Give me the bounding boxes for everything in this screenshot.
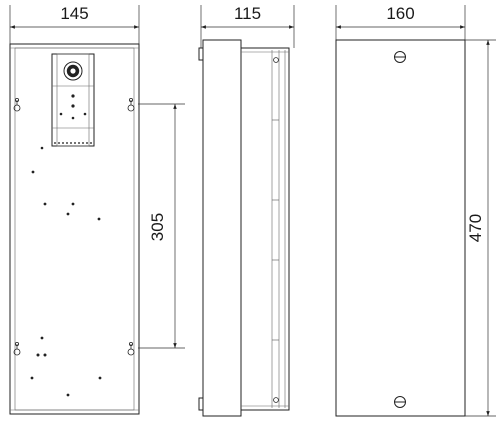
closed-view: 160 470: [335, 4, 496, 417]
cover-screw-top: [394, 51, 406, 63]
front-housing: [9, 43, 140, 415]
side-depth-label: 115: [234, 4, 261, 23]
front-inner-frame: [14, 47, 135, 411]
side-view: 115: [198, 4, 295, 417]
cover-screw-bottom: [394, 396, 406, 408]
rear-width-label: 160: [386, 4, 414, 23]
rear-width-dimension: 160: [335, 4, 466, 44]
height-dimension: 470: [465, 39, 496, 417]
side-door-marks: [272, 119, 279, 341]
mount-spacing-dimension: 305: [138, 103, 185, 349]
side-door: [240, 47, 290, 411]
height-label: 470: [466, 214, 485, 242]
side-hinges: [198, 47, 279, 411]
closed-cover: [335, 39, 466, 417]
mounting-keyholes: [13, 98, 135, 356]
mount-spacing-label: 305: [148, 213, 167, 241]
front-view: 145: [9, 4, 185, 415]
mounting-holes: [30, 146, 102, 397]
side-body: [202, 39, 242, 417]
din-rail-bracket: [51, 53, 95, 147]
front-width-label: 145: [60, 4, 88, 23]
side-depth-dimension: 115: [200, 4, 295, 48]
front-width-dimension: 145: [9, 4, 140, 48]
